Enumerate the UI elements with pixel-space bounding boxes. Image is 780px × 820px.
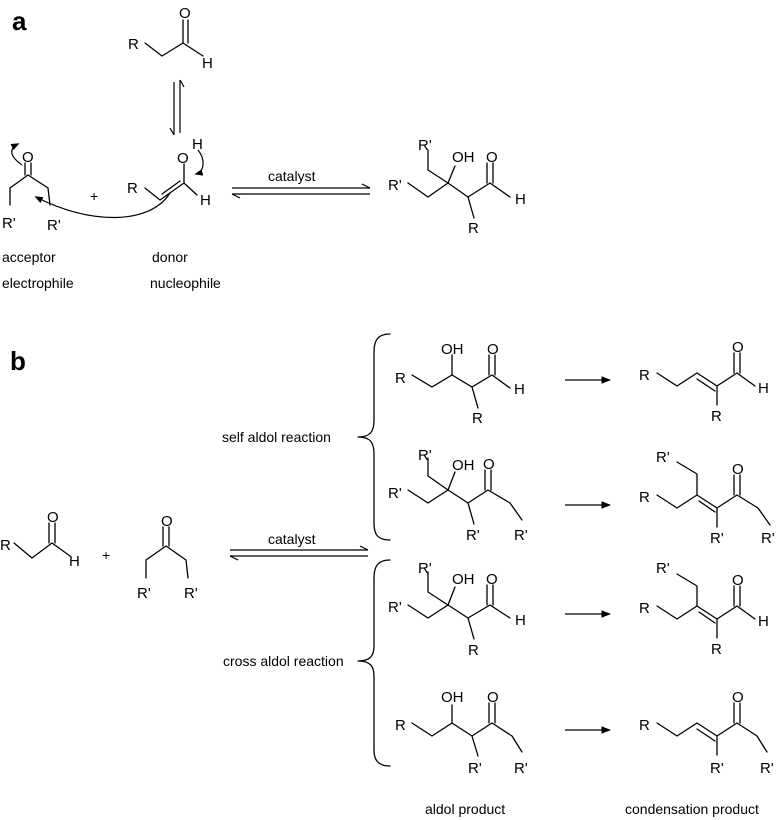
atom-rp: R'	[656, 560, 670, 577]
nucleophile-label: nucleophile	[150, 275, 221, 291]
atom-rp: R'	[47, 217, 61, 234]
atom-rp: R'	[710, 760, 724, 777]
atom-oh: OH	[441, 341, 464, 358]
aldol-product-a: R' OH O R' H R	[388, 137, 526, 237]
condensation-product-2: R' O R R' R'	[639, 449, 775, 547]
atom-o: O	[483, 456, 495, 473]
atom-rp: R'	[468, 760, 482, 777]
atom-rp: R'	[710, 530, 724, 547]
atom-rp: R'	[418, 447, 432, 464]
atom-rp: R'	[388, 177, 402, 194]
atom-oh: OH	[452, 457, 475, 474]
atom-o: O	[47, 509, 59, 526]
atom-r: R	[639, 367, 650, 384]
reactant-ketone: O R' R'	[137, 513, 198, 602]
atom-o: O	[486, 149, 498, 166]
self-aldol-label: self aldol reaction	[222, 429, 331, 445]
aldehyde-top: R O H	[128, 5, 213, 72]
reactant-aldehyde: R O H	[0, 509, 80, 570]
atom-h: H	[202, 55, 213, 72]
atom-rp: R'	[761, 530, 775, 547]
cross-aldol-label: cross aldol reaction	[223, 653, 344, 669]
atom-o: O	[732, 339, 744, 356]
atom-rp: R'	[514, 760, 528, 777]
atom-r: R	[639, 717, 650, 734]
atom-r: R	[128, 36, 139, 53]
atom-oh: OH	[441, 689, 464, 706]
atom-r: R	[639, 600, 650, 617]
donor-enol: R O H H	[34, 136, 211, 219]
atom-r: R	[468, 642, 479, 659]
acceptor-label: acceptor	[2, 249, 56, 265]
atom-h: H	[200, 192, 211, 209]
curved-arrow-attack	[34, 192, 171, 219]
atom-r: R	[0, 537, 11, 554]
electrophile-label: electrophile	[2, 275, 74, 291]
atom-o: O	[732, 461, 744, 478]
atom-r: R	[711, 408, 722, 425]
catalyst-arrow-b: catalyst	[229, 531, 369, 561]
cross-aldol-brace	[357, 559, 391, 767]
atom-r: R	[472, 410, 483, 427]
plus-sign: +	[102, 547, 110, 563]
atom-o: O	[732, 572, 744, 589]
aldol-product-4: OH O R R' R'	[395, 689, 528, 777]
condensation-product-3: R' O R H R	[639, 560, 769, 658]
atom-h: H	[69, 553, 80, 570]
atom-r: R	[395, 717, 406, 734]
panel-b-letter: b	[10, 346, 26, 376]
atom-rp: R'	[514, 527, 528, 544]
plus-sign: +	[90, 188, 98, 204]
atom-r: R	[127, 180, 138, 197]
atom-o: O	[161, 513, 173, 530]
aldol-product-1: OH O R H R	[395, 341, 525, 427]
tautomer-equilibrium-arrow	[169, 79, 185, 136]
curved-arrow-carbonyl	[10, 143, 23, 166]
self-aldol-brace	[357, 333, 391, 541]
atom-o: O	[177, 150, 189, 167]
acceptor-ketone: O R' R'	[2, 143, 61, 234]
catalyst-label: catalyst	[268, 531, 316, 547]
atom-rp: R'	[388, 599, 402, 616]
atom-rp: R'	[2, 215, 16, 232]
atom-o: O	[732, 689, 744, 706]
atom-rp: R'	[137, 585, 151, 602]
atom-rp: R'	[184, 585, 198, 602]
atom-h: H	[192, 136, 203, 153]
atom-h: H	[758, 613, 769, 630]
atom-rp: R'	[388, 485, 402, 502]
catalyst-label: catalyst	[268, 168, 316, 184]
atom-h: H	[515, 612, 526, 629]
atom-rp: R'	[656, 449, 670, 466]
atom-o: O	[179, 5, 191, 22]
atom-o: O	[487, 341, 499, 358]
donor-label: donor	[152, 249, 188, 265]
atom-r: R	[468, 220, 479, 237]
panel-a-letter: a	[12, 6, 27, 36]
atom-r: R	[395, 370, 406, 387]
atom-rp: R'	[418, 560, 432, 577]
atom-oh: OH	[452, 149, 475, 166]
atom-h: H	[758, 380, 769, 397]
atom-rp: R'	[760, 760, 774, 777]
atom-rp: R'	[418, 137, 432, 154]
atom-rp: R'	[466, 527, 480, 544]
condensation-product-4: R O R' R'	[639, 689, 774, 777]
aldol-product-label: aldol product	[425, 801, 505, 817]
atom-h: H	[514, 381, 525, 398]
aldol-product-2: R' OH O R' R' R'	[388, 447, 528, 544]
atom-o: O	[487, 689, 499, 706]
catalyst-arrow-a: catalyst	[231, 168, 371, 199]
condensation-product-1: R O H R	[639, 339, 769, 425]
atom-o: O	[22, 149, 34, 166]
atom-h: H	[515, 191, 526, 208]
atom-o: O	[486, 571, 498, 588]
aldol-product-3: R' OH O R' H R	[388, 560, 526, 659]
atom-r: R	[639, 489, 650, 506]
atom-r: R	[711, 641, 722, 658]
atom-oh: OH	[452, 571, 475, 588]
curved-arrow-oh	[194, 149, 204, 176]
condensation-product-label: condensation product	[625, 801, 759, 817]
